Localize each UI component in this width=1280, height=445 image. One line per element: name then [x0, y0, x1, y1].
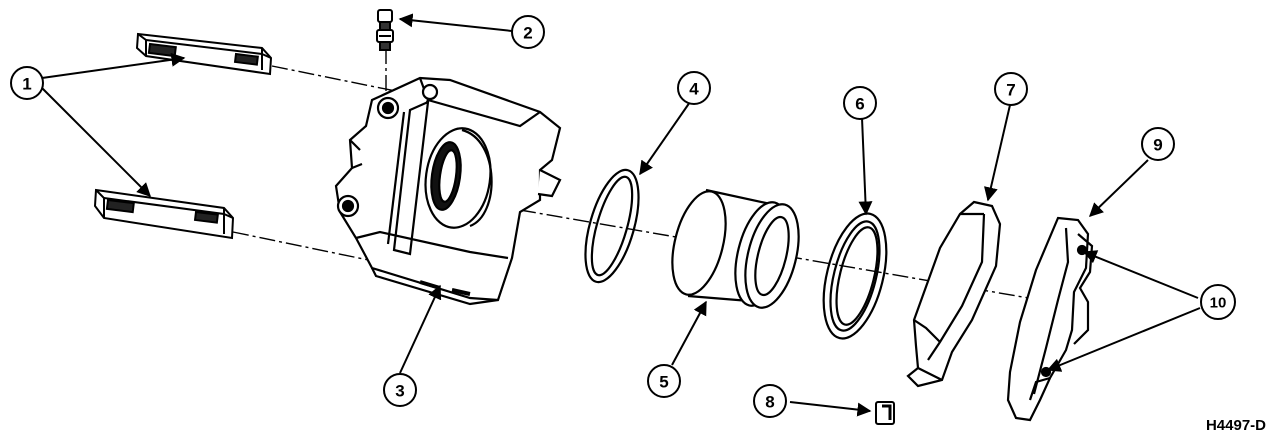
svg-text:2: 2: [523, 24, 532, 43]
svg-text:1: 1: [22, 75, 31, 94]
callout-7: 7: [994, 72, 1028, 106]
svg-text:10: 10: [1210, 295, 1227, 312]
callout-8: 8: [753, 384, 787, 418]
svg-text:7: 7: [1006, 81, 1015, 100]
svg-text:5: 5: [659, 373, 668, 392]
caliper-housing: [334, 76, 562, 306]
svg-text:9: 9: [1153, 136, 1162, 155]
svg-text:3: 3: [395, 382, 404, 401]
locating-pin-lower: [93, 188, 235, 240]
leader-lines: [41, 13, 1201, 417]
callout-1: 1: [10, 66, 44, 100]
callout-3: 3: [383, 373, 417, 407]
svg-text:6: 6: [855, 95, 864, 114]
outer-brake-pad: [1006, 216, 1094, 422]
figure-code: H4497-D: [1205, 417, 1266, 434]
bleeder-screw: [376, 9, 394, 51]
callout-5: 5: [647, 364, 681, 398]
callout-2: 2: [511, 15, 545, 49]
svg-text:4: 4: [689, 80, 699, 99]
inner-brake-pad: [906, 200, 1002, 388]
svg-text:8: 8: [765, 393, 774, 412]
callout-10: 10: [1200, 284, 1236, 320]
piston-seal: [822, 212, 888, 340]
callout-9: 9: [1141, 127, 1175, 161]
clip: [875, 401, 895, 425]
locating-pin-upper: [135, 32, 273, 76]
caliper-piston: [671, 188, 800, 309]
piston-dust-boot: [584, 168, 640, 284]
callout-6: 6: [843, 86, 877, 120]
callout-4: 4: [677, 71, 711, 105]
